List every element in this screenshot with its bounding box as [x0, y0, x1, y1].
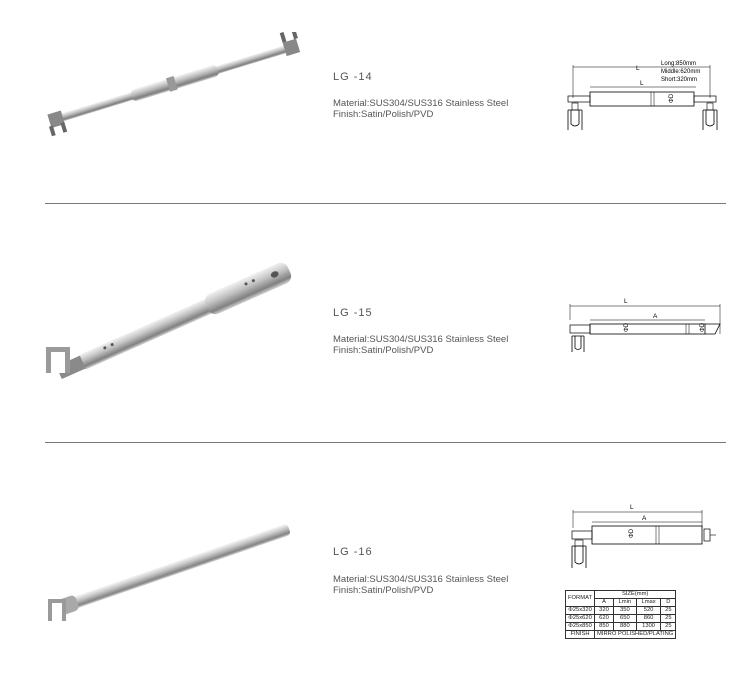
length-long: Long:850mm [661, 61, 696, 67]
product-spec: Material:SUS304/SUS316 Stainless Steel F… [333, 334, 508, 356]
cell-a: 850 [594, 622, 614, 631]
technical-drawing-lg14: L Long:850mm Middle:620mm Short:320mm L … [567, 61, 718, 130]
dim-label-inner: A [642, 515, 647, 522]
section-divider [45, 203, 726, 204]
dim-label-outer: L [624, 298, 628, 305]
material-text: Material:SUS304/SUS316 Stainless Steel [333, 574, 509, 585]
format-header: FORMAT [564, 590, 596, 607]
size-table: FORMAT SIZE(mm) A Lmin Lmax D Φ25x320 32… [564, 590, 677, 639]
cell-lmin: 880 [612, 622, 637, 631]
cell-lmin: 650 [612, 614, 637, 623]
table-row: Φ25x320 320 350 520 25 [564, 606, 677, 615]
row-format: Φ25x620 [564, 614, 596, 623]
product-lg16: LG -16 Material:SUS304/SUS316 Stainless … [0, 443, 746, 676]
subheader-lmin: Lmin [612, 598, 637, 607]
model-code: LG -16 [333, 546, 373, 558]
product-spec: Material:SUS304/SUS316 Stainless Steel F… [333, 574, 508, 596]
product-photo-lg16 [48, 524, 291, 621]
table-row: Φ25x620 620 650 860 25 [564, 614, 677, 623]
finish-text: Finish:Satin/Polish/PVD [333, 345, 434, 356]
row-format: Φ25x850 [564, 622, 596, 631]
product-lg15: LG -15 Material:SUS304/SUS316 Stainless … [0, 204, 746, 442]
length-middle: Middle:620mm [661, 69, 700, 75]
material-text: Material:SUS304/SUS316 Stainless Steel [333, 334, 509, 345]
cell-lmax: 1300 [635, 622, 662, 631]
diameter-label: ΦD [624, 322, 630, 332]
model-code: LG -14 [333, 71, 373, 83]
cell-a: 320 [594, 606, 614, 615]
cell-lmin: 350 [612, 606, 637, 615]
dim-label-outer: L [630, 504, 634, 511]
technical-drawing-lg15: L A ΦD ΦD [569, 298, 721, 352]
finish-text: Finish:Satin/Polish/PVD [333, 585, 434, 596]
subheader-a: A [594, 598, 614, 607]
technical-drawing-lg16: L A ΦD [571, 504, 716, 568]
cell-d: 25 [660, 606, 677, 615]
product-photo-lg15 [46, 262, 292, 380]
cell-d: 25 [660, 614, 677, 623]
dim-label-outer: L [636, 65, 640, 72]
subheader-d: D [660, 598, 677, 607]
cell-d: 25 [660, 622, 677, 631]
finish-value: MIRRO POLISHED/PLATING [594, 630, 677, 639]
length-short: Short:320mm [661, 77, 697, 83]
row-format: Φ25x320 [564, 606, 596, 615]
diameter-label: ΦD [629, 528, 635, 538]
product-spec: Material:SUS304/SUS316 Stainless Steel F… [333, 98, 508, 120]
cell-lmax: 860 [635, 614, 662, 623]
cell-a: 620 [594, 614, 614, 623]
model-code: LG -15 [333, 307, 373, 319]
size-header: SIZE(mm) [594, 590, 677, 599]
section-divider [45, 442, 726, 443]
finish-text: Finish:Satin/Polish/PVD [333, 109, 434, 120]
dim-label-inner: A [653, 313, 658, 320]
dim-label-inner: L [640, 80, 644, 87]
finish-row: FINISH MIRRO POLISHED/PLATING [564, 630, 677, 639]
diameter-label-end: ΦD [700, 322, 706, 332]
cell-lmax: 520 [635, 606, 662, 615]
table-header-row: FORMAT SIZE(mm) [564, 590, 677, 607]
diameter-label: ΦD [669, 93, 675, 103]
table-row: Φ25x850 850 880 1300 25 [564, 622, 677, 631]
material-text: Material:SUS304/SUS316 Stainless Steel [333, 98, 509, 109]
subheader-lmax: Lmax [635, 598, 662, 607]
product-lg14: LG -14 Material:SUS304/SUS316 Stainless … [0, 0, 746, 200]
product-photo-lg14 [47, 32, 301, 137]
finish-label: FINISH [564, 630, 596, 639]
